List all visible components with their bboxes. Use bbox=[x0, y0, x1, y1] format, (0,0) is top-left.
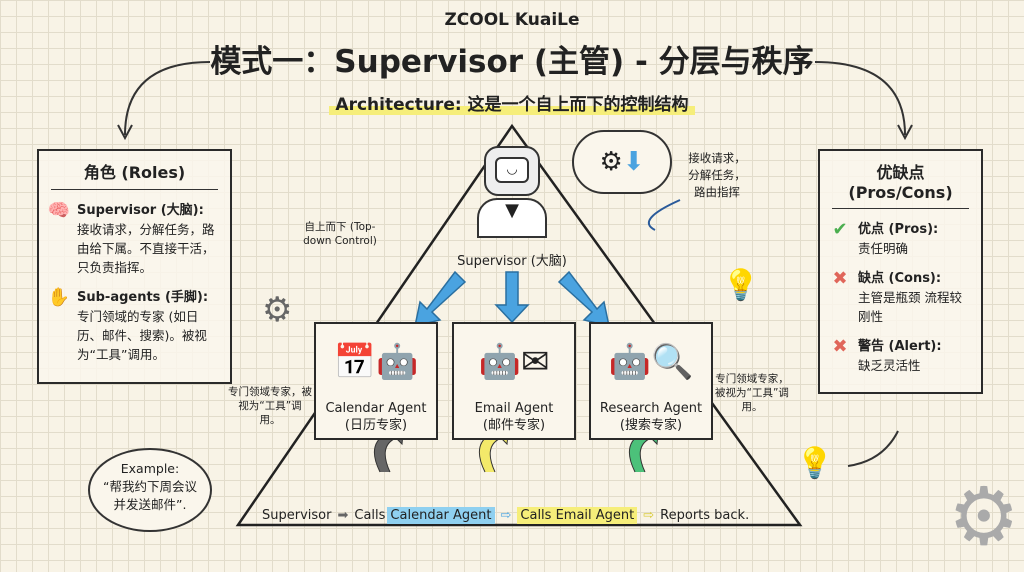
agent-cn-name: (邮件专家) bbox=[482, 418, 546, 433]
role-title: Supervisor (大脑): bbox=[77, 203, 204, 218]
cross-icon: ✖ bbox=[832, 268, 848, 289]
flow-step-highlight: Calls Email Agent bbox=[517, 507, 638, 524]
hands-icon: ✋ bbox=[47, 287, 71, 308]
arrow-right-icon: ➡ bbox=[337, 508, 349, 523]
flow-step: Calls bbox=[354, 508, 386, 523]
role-title: Sub-agents (手脚): bbox=[77, 290, 209, 305]
pros-cons-heading: 优缺点 (Pros/Cons) bbox=[832, 151, 969, 209]
research-robot-icon: 🤖🔍 bbox=[608, 342, 694, 382]
supervisor-robot-icon: ◡ ▼ bbox=[472, 146, 552, 246]
item-text: 缺乏灵活性 bbox=[858, 358, 921, 373]
lightbulb-icon: 💡 bbox=[796, 446, 834, 481]
gear-icon: ⚙ bbox=[262, 290, 293, 330]
gear-icon: ⚙ bbox=[599, 147, 623, 177]
agent-cn-name: (日历专家) bbox=[344, 418, 408, 433]
email-agent-card[interactable]: 🤖✉ Email Agent (邮件专家) bbox=[452, 322, 576, 440]
research-agent-card[interactable]: 🤖🔍 Research Agent (搜索专家) bbox=[589, 322, 713, 440]
pro-item: ✔ 优点 (Pros): 责任明确 bbox=[828, 219, 973, 258]
left-flow-arrow bbox=[124, 61, 211, 136]
example-bubble: Example: “帮我约下周会议并发送邮件”. bbox=[88, 448, 212, 532]
brand-logo: ZCOOL KuaiLe bbox=[444, 10, 580, 30]
item-text: 责任明确 bbox=[858, 241, 909, 256]
flow-step: Supervisor bbox=[262, 508, 332, 523]
alert-item: ✖ 警告 (Alert): 缺乏灵活性 bbox=[828, 336, 973, 375]
agent-cn-name: (搜索专家) bbox=[619, 418, 683, 433]
item-title: 警告 (Alert): bbox=[858, 339, 942, 354]
agent-name: Calendar Agent bbox=[325, 401, 427, 416]
thought-text: 接收请求，分解任务，路由指挥 bbox=[688, 151, 746, 199]
arrow-right-icon: ⇨ bbox=[643, 508, 655, 523]
flow-step-highlight: Calendar Agent bbox=[387, 507, 495, 524]
gear-icon: ⚙ bbox=[948, 470, 1020, 563]
right-agent-note: 专门领域专家，被视为“工具”调用。 bbox=[715, 373, 789, 413]
topdown-note: 自上而下 (Top-down Control) bbox=[303, 221, 377, 247]
item-title: 优点 (Pros): bbox=[858, 222, 939, 237]
subtitle: Architecture: 这是一个自上而下的控制结构 bbox=[300, 90, 724, 115]
left-agent-note: 专门领域专家，被视为“工具”调用。 bbox=[228, 386, 312, 426]
email-robot-icon: 🤖✉ bbox=[478, 342, 550, 382]
check-icon: ✔ bbox=[832, 219, 848, 240]
agent-name: Research Agent bbox=[599, 401, 703, 416]
item-title: 缺点 (Cons): bbox=[858, 271, 942, 286]
agent-name: Email Agent bbox=[474, 401, 554, 416]
command-arrows bbox=[414, 270, 610, 328]
page-title: 模式一：Supervisor (主管) - 分层与秩序 bbox=[210, 44, 814, 80]
right-flow-arrow bbox=[814, 61, 906, 136]
down-arrow-icon: ⬇ bbox=[622, 147, 645, 177]
calendar-agent-card[interactable]: 📅🤖 Calendar Agent (日历专家) bbox=[314, 322, 438, 440]
supervisor-label: Supervisor (大脑) bbox=[457, 254, 567, 269]
example-label: Example: bbox=[120, 461, 180, 476]
item-text: 主管是瓶颈 流程较刚性 bbox=[858, 290, 962, 324]
flow-step: Reports back. bbox=[660, 508, 750, 523]
brain-icon: 🧠 bbox=[47, 200, 71, 221]
role-item: ✋ Sub-agents (手脚): 专门领域的专家 (如日历、邮件、搜索)。被视为… bbox=[47, 287, 222, 364]
role-text: 接收请求，分解任务，路由给下属。不直接干活，只负责指挥。 bbox=[77, 222, 215, 275]
example-text: “帮我约下周会议并发送邮件”. bbox=[103, 479, 197, 512]
lightbulb-icon: 💡 bbox=[722, 268, 760, 303]
role-item: 🧠 Supervisor (大脑): 接收请求，分解任务，路由给下属。不直接干活，只… bbox=[47, 200, 222, 277]
thought-cloud: ⚙⬇ bbox=[572, 130, 672, 194]
pros-cons-panel: 优缺点 (Pros/Cons) ✔ 优点 (Pros): 责任明确 ✖ 缺点 (Con… bbox=[818, 149, 983, 394]
roles-heading: 角色 (Roles) bbox=[51, 151, 218, 190]
role-text: 专门领域的专家 (如日历、邮件、搜索)。被视为“工具”调用。 bbox=[77, 309, 207, 362]
con-item: ✖ 缺点 (Cons): 主管是瓶颈 流程较刚性 bbox=[828, 268, 973, 326]
roles-panel: 角色 (Roles) 🧠 Supervisor (大脑): 接收请求，分解任务，路由… bbox=[37, 149, 232, 384]
arrow-right-icon: ⇨ bbox=[500, 508, 512, 523]
cross-icon: ✖ bbox=[832, 336, 848, 357]
calendar-robot-icon: 📅🤖 bbox=[333, 342, 419, 382]
